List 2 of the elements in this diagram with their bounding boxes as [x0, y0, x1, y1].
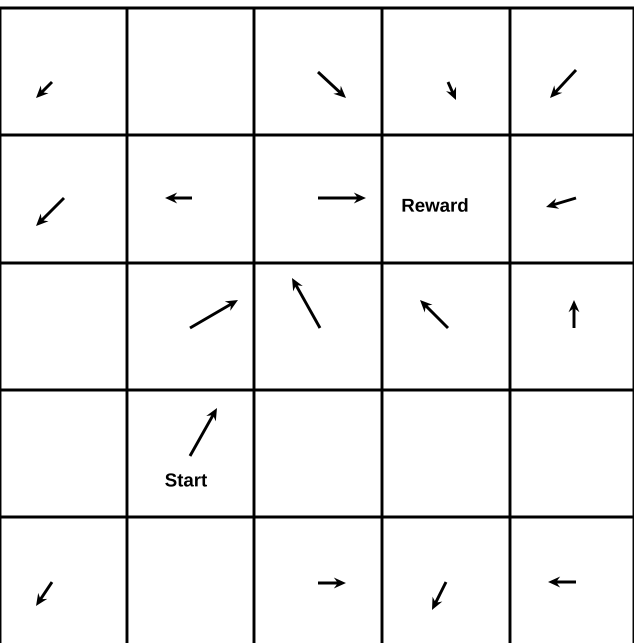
cell-label: Start	[165, 473, 208, 487]
cell-label: Reward	[402, 198, 468, 212]
